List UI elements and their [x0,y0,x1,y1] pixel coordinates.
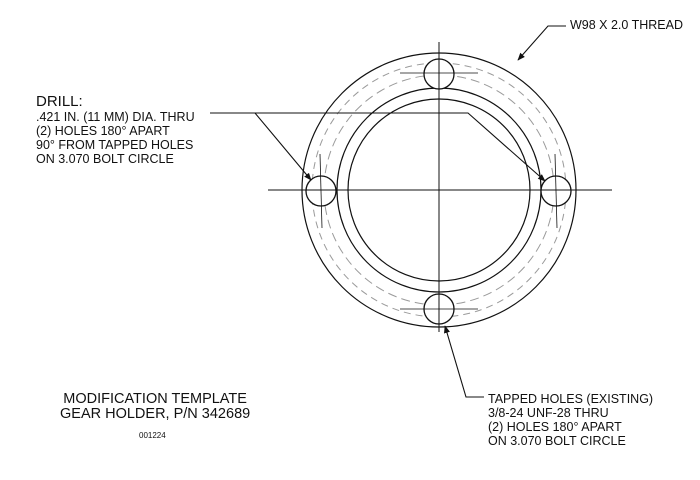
tapped-holes-callout: TAPPED HOLES (EXISTING) 3/8-24 UNF-28 TH… [488,392,653,448]
drill-leader-right [255,112,546,182]
title-block: MODIFICATION TEMPLATE GEAR HOLDER, P/N 3… [60,391,251,423]
drill-callout-line: .421 IN. (11 MM) DIA. THRU [36,109,195,124]
thread-leader [517,25,566,61]
tapped-callout-line: 3/8-24 UNF-28 THRU [488,406,609,420]
title-line-2: GEAR HOLDER, P/N 342689 [60,406,251,423]
drill-callout: DRILL: .421 IN. (11 MM) DIA. THRU (2) HO… [36,94,195,166]
tapped-leader [444,325,484,398]
drill-callout-line: 90° FROM TAPPED HOLES [36,137,194,152]
drill-callout-line: (2) HOLES 180° APART [36,123,170,138]
drill-callout-line: ON 3.070 BOLT CIRCLE [36,151,174,166]
title-line-1: MODIFICATION TEMPLATE [63,391,247,407]
thread-callout: W98 X 2.0 THREAD [570,18,684,32]
drill-leader-left [210,112,312,181]
drill-callout-title: DRILL: [36,93,83,110]
tapped-callout-line: ON 3.070 BOLT CIRCLE [488,434,626,448]
document-number: 001224 [139,431,166,440]
hole-left [305,153,337,229]
tapped-callout-line: TAPPED HOLES (EXISTING) [488,392,654,406]
hole-right [540,153,572,229]
tapped-callout-line: (2) HOLES 180° APART [488,420,622,434]
